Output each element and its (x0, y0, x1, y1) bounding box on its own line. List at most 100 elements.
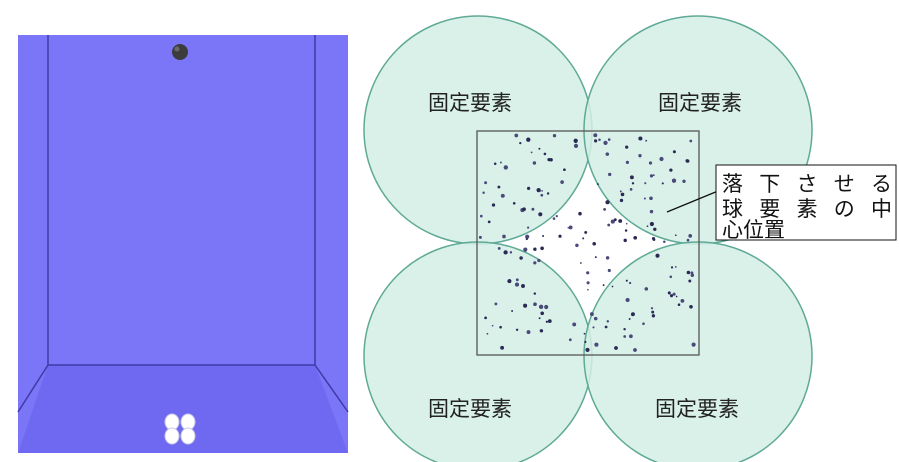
drop-center-point (540, 193, 544, 197)
drop-center-point (659, 156, 664, 162)
drop-center-point (511, 310, 514, 312)
drop-center-point (580, 262, 582, 264)
drop-center-point (649, 196, 653, 201)
drop-center-point (543, 152, 547, 156)
drop-center-point (651, 314, 656, 318)
drop-center-point (623, 238, 627, 243)
drop-center-point (478, 235, 482, 239)
drop-center-point (493, 162, 497, 165)
fixed-element-label-bottom-right: 固定要素 (655, 397, 739, 421)
drop-center-point (689, 139, 693, 143)
drop-center-point (494, 302, 498, 306)
fixed-element-label-top-right: 固定要素 (658, 91, 742, 115)
drop-center-point (507, 279, 512, 284)
callout-leader-line (666, 190, 719, 213)
drop-center-point (592, 242, 596, 246)
callout: 落下させる 球要素の中 心位置 (666, 164, 897, 242)
drop-center-point (628, 281, 632, 285)
callout-box (715, 164, 897, 241)
drop-center-point (502, 234, 506, 239)
drop-center-point (545, 320, 549, 323)
drop-center-point (625, 145, 629, 149)
drop-center-point (629, 334, 633, 339)
drop-center-point (547, 319, 552, 323)
drop-center-point (607, 223, 611, 227)
drop-center-point (605, 256, 610, 260)
drop-center-point (530, 151, 533, 154)
drop-center-point (509, 251, 513, 254)
drop-center-point (523, 303, 528, 308)
drop-center-point (671, 178, 677, 183)
fixed-element-circle-bottom-right (583, 241, 813, 462)
drop-center-point (593, 133, 598, 138)
drop-center-point (533, 292, 537, 295)
drop-center-point (586, 271, 590, 275)
drop-center-point (646, 225, 649, 228)
drop-center-point (618, 219, 623, 223)
drop-center-point (644, 287, 649, 291)
drop-center-point (563, 168, 566, 172)
drop-center-point (573, 143, 579, 148)
drop-center-point (642, 322, 645, 326)
drop-center-point (519, 141, 522, 145)
drop-center-point (532, 161, 537, 165)
drop-center-point (631, 312, 635, 317)
drop-center-point (503, 250, 508, 255)
drop-center-point (690, 273, 695, 278)
drop-center-point (573, 138, 578, 143)
drop-center-point (690, 271, 694, 275)
drop-center-point (570, 226, 573, 229)
drop-center-point (624, 229, 628, 232)
drop-center-point (619, 190, 622, 193)
drop-center-point (538, 147, 541, 150)
drop-center-point (578, 211, 582, 216)
drop-center-point (625, 279, 628, 282)
drop-center-point (538, 317, 541, 320)
drop-center-point (613, 218, 617, 222)
drop-center-point (598, 138, 601, 141)
drop-center-point (594, 139, 598, 143)
drop-center-point (605, 200, 610, 205)
drop-center-point (526, 137, 531, 142)
fixed-element-label-top-left: 固定要素 (428, 91, 512, 115)
drop-center-point (484, 181, 488, 185)
drop-center-point (525, 237, 528, 241)
drop-center-point (497, 246, 501, 250)
drop-center-point (661, 182, 664, 185)
drop-center-point (633, 348, 637, 352)
drop-center-point (649, 221, 654, 227)
drop-center-point (652, 238, 656, 241)
drop-center-point (652, 174, 655, 177)
drop-center-point (555, 214, 558, 218)
drop-center-point (589, 312, 594, 317)
drop-center-point (500, 193, 505, 198)
drop-center-point (586, 281, 590, 285)
drop-center-point (499, 325, 502, 329)
drop-center-point (521, 284, 525, 288)
drop-center-point (628, 318, 631, 320)
drop-center-point (582, 237, 585, 240)
drop-center-point (542, 235, 545, 237)
drop-center-point (620, 192, 625, 197)
drop-center-point (482, 191, 485, 195)
drop-center-point (631, 182, 635, 185)
drop-center-point (596, 183, 599, 186)
drop-center-point (587, 288, 589, 291)
drop-center-point (629, 188, 633, 191)
drop-center-point (604, 325, 608, 329)
fixed-element-label-bottom-left: 固定要素 (428, 397, 512, 421)
callout-line-3: 心位置 (722, 218, 785, 242)
drop-center-point (603, 207, 607, 211)
drop-center-point (479, 214, 483, 218)
drop-center-point (491, 324, 494, 327)
drop-center-point (523, 247, 528, 252)
drop-center-point (623, 335, 627, 338)
drop-center-point (663, 240, 666, 244)
drop-center-point (527, 226, 530, 229)
drop-center-point (499, 161, 502, 164)
drop-center-point (552, 134, 557, 138)
drop-center-point (544, 304, 549, 310)
drop-center-point (491, 203, 496, 207)
drop-center-point (667, 291, 671, 295)
drop-center-point (484, 316, 487, 320)
